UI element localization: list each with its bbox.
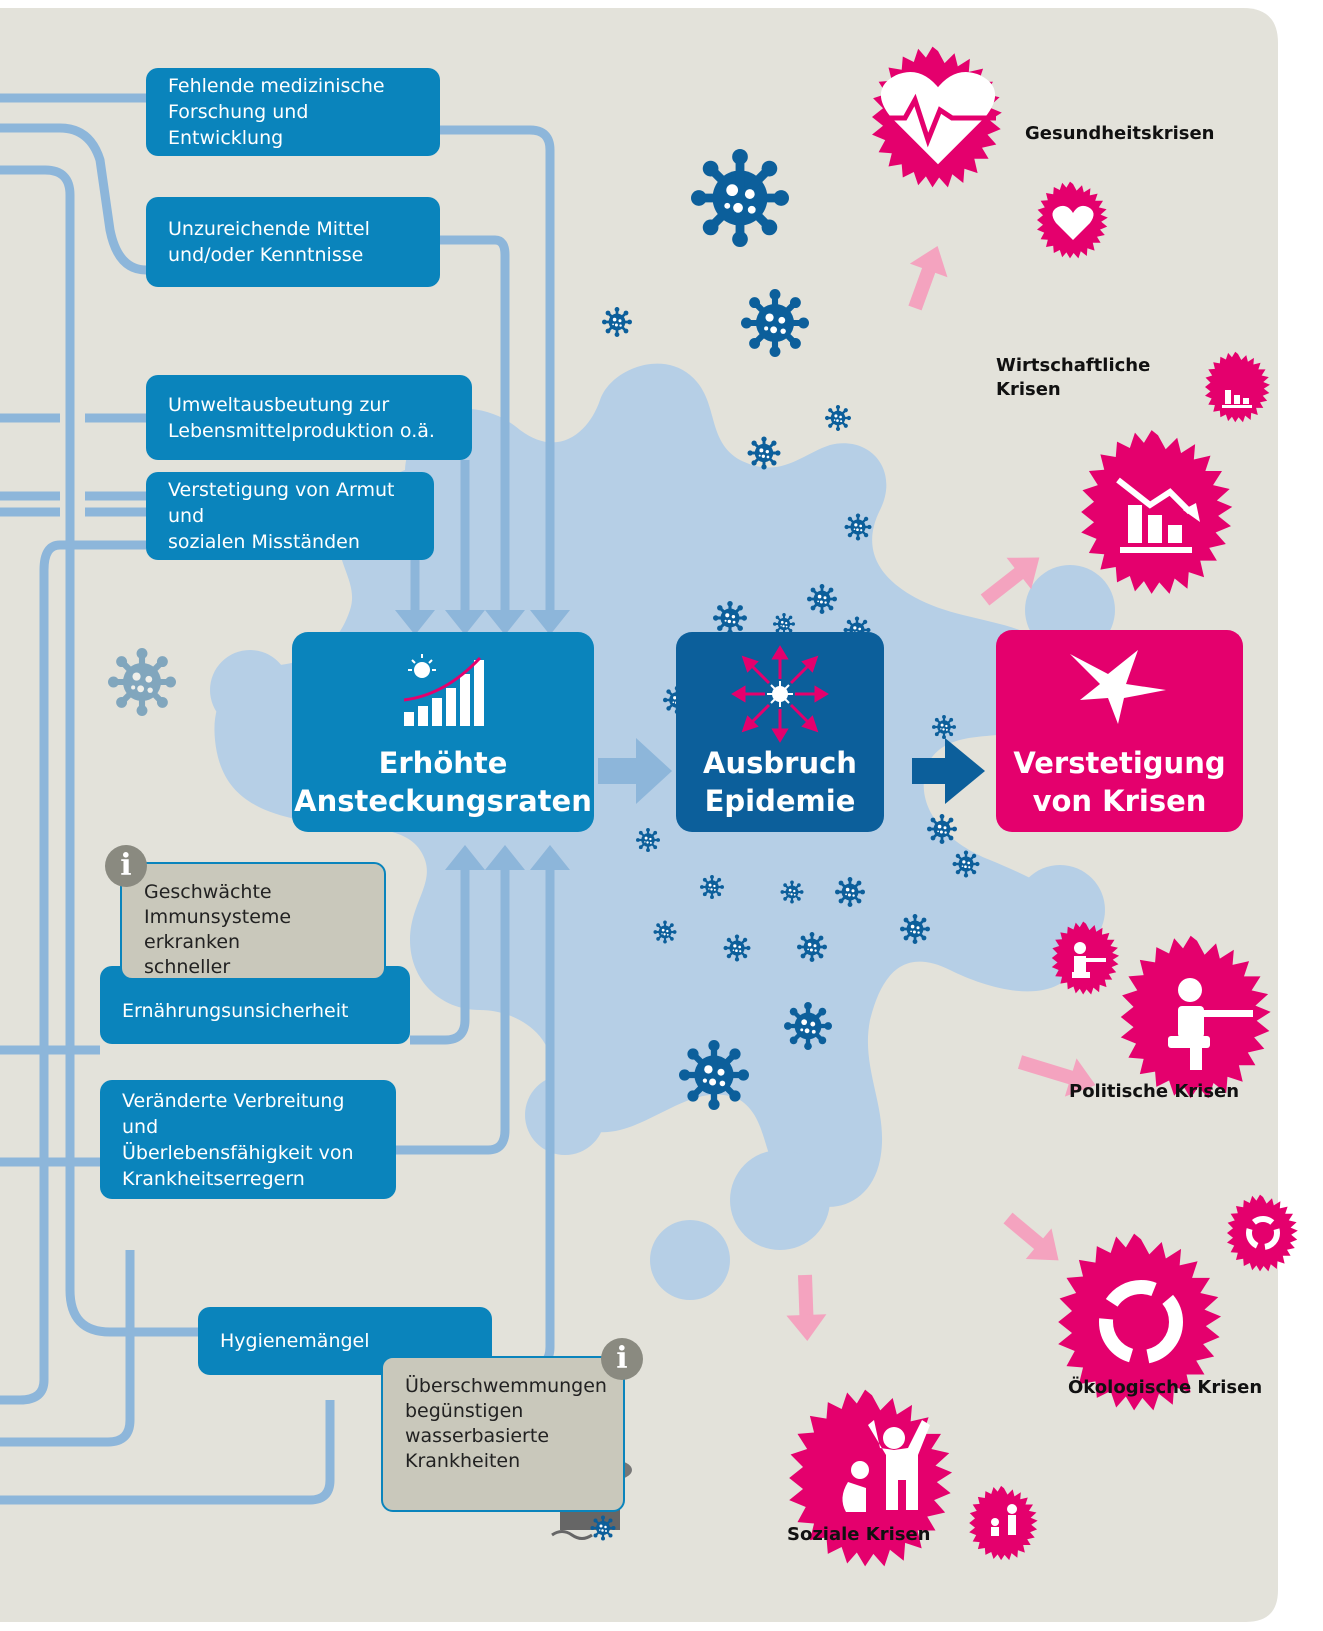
virus-icon [589, 1514, 617, 1542]
factor-environment-line: Umweltausbeutung zur [168, 393, 390, 416]
virus-icon [108, 648, 176, 716]
starburst-icon [1070, 650, 1166, 724]
virus-icon [779, 879, 805, 905]
info-flood-line: Krankheiten [405, 1450, 521, 1472]
virus-icon [741, 289, 809, 357]
factor-poverty: Verstetigung von Armut und sozialen Misst… [146, 472, 434, 560]
infection-box: Erhöhte Ansteckungsraten [292, 632, 594, 832]
crisis-bursts [789, 46, 1298, 1567]
virus-icon [746, 435, 782, 471]
virus-icon [722, 933, 752, 963]
virus-icon [795, 930, 829, 964]
virus-icon [843, 512, 873, 542]
label-ecological-crises: Ökologische Krisen [1068, 1377, 1263, 1398]
virus-icon [652, 919, 678, 945]
crises-box: Verstetigung von Krisen [996, 630, 1243, 832]
virus-icon [634, 826, 662, 854]
factor-food-label: Ernährungsunsicherheit [122, 1000, 349, 1022]
factor-pathogens-line: Überlebensfähigkeit von [122, 1141, 354, 1164]
outbreak-title-line1: Ausbruch [703, 746, 857, 780]
info-flood-line: begünstigen [405, 1400, 524, 1422]
chart-up-icon [403, 654, 484, 726]
virus-icon [805, 582, 839, 616]
virus-icon [898, 912, 932, 946]
factor-environment-line: Lebensmittelproduktion o.ä. [168, 419, 435, 442]
virus-icon [691, 149, 789, 247]
label-economic-line: Krisen [996, 379, 1061, 400]
info-icon[interactable]: i [105, 845, 147, 887]
info-immune-line: Geschwächte [144, 881, 272, 903]
virus-icon [925, 812, 959, 846]
factor-hygiene-label: Hygienemängel [220, 1330, 370, 1352]
virus-icon [951, 849, 981, 879]
factor-poverty-line: sozialen Misständen [168, 531, 360, 553]
outbreak-title-line2: Epidemie [704, 784, 856, 818]
label-economic-line: Wirtschaftliche [996, 355, 1151, 376]
label-economic-crises: Wirtschaftliche Krisen [996, 354, 1150, 402]
crises-title-line1: Verstetigung [1013, 746, 1226, 780]
label-health-crises: Gesundheitskrisen [1025, 123, 1215, 144]
factor-pathogens-line: Veränderte Verbreitung und [122, 1089, 345, 1138]
crises-title-line2: von Krisen [1032, 784, 1207, 818]
virus-icon [698, 873, 726, 901]
virus-icon [823, 403, 853, 433]
virus-icon [930, 713, 958, 741]
spread-icon [731, 645, 829, 743]
outbreak-box: Ausbruch Epidemie [676, 632, 884, 832]
virus-icon [679, 1040, 749, 1110]
virus-icon [600, 305, 634, 339]
label-political-crises: Politische Krisen [1069, 1081, 1240, 1102]
info-immune-line: erkranken schneller [144, 931, 241, 978]
infection-title-line2: Ansteckungsraten [294, 784, 592, 818]
info-flood-line: Überschwemmungen [405, 1375, 607, 1397]
factor-pathogens-line: Krankheitserregern [122, 1167, 305, 1190]
info-immune: Geschwächte Immunsysteme erkranken schne… [120, 862, 386, 980]
info-immune-line: Immunsysteme [144, 906, 292, 928]
info-flood: Überschwemmungen begünstigen wasserbasie… [381, 1356, 625, 1512]
virus-icon [711, 599, 749, 637]
virus-icon [833, 875, 867, 909]
factor-research-line: Forschung und Entwicklung [168, 101, 309, 149]
factor-resources-line: und/oder Kenntnisse [168, 244, 364, 266]
crisis-arrows [786, 245, 1096, 1341]
label-social-crises: Soziale Krisen [787, 1524, 931, 1545]
info-icon[interactable]: i [601, 1338, 643, 1380]
arrow-heads [395, 610, 672, 870]
outbreak-arrow [912, 738, 985, 804]
infection-title-line1: Erhöhte [378, 746, 508, 780]
virus-icon [784, 1002, 832, 1050]
factor-research-line: Fehlende medizinische [168, 75, 385, 97]
factor-resources: Unzureichende Mittel und/oder Kenntnisse [146, 197, 440, 287]
factor-resources-line: Unzureichende Mittel [168, 218, 370, 240]
factor-poverty-line: Verstetigung von Armut und [168, 479, 395, 527]
info-flood-line: wasserbasierte [405, 1425, 550, 1447]
